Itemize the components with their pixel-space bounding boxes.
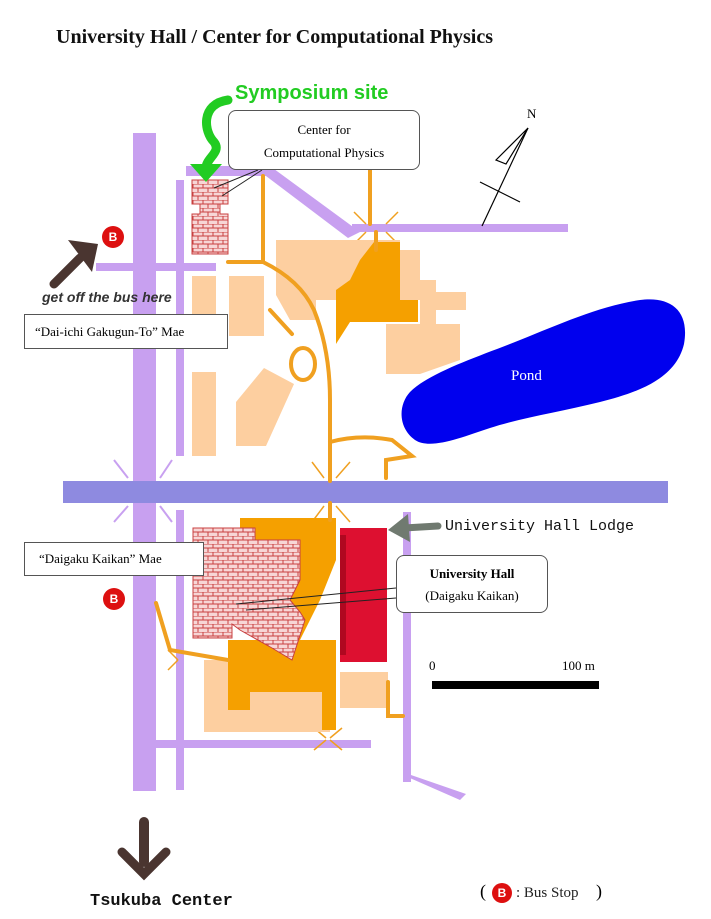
- uh-callout-line2: (Daigaku Kaikan): [425, 588, 519, 603]
- road-north-east: [352, 224, 568, 232]
- university-hall-callout: University Hall (Daigaku Kaikan): [396, 555, 548, 613]
- crossing-marks: [113, 459, 173, 523]
- bus-stop-letter: B: [497, 886, 507, 900]
- road-bottom: [156, 740, 371, 748]
- scale-end-label: 100 m: [562, 658, 595, 673]
- diagonal-road-south-east: [403, 775, 466, 800]
- ccp-callout-line1: Center for: [297, 122, 351, 137]
- symposium-site-label: Symposium site: [235, 82, 389, 104]
- pond: [401, 299, 686, 444]
- roundabout: [289, 346, 317, 382]
- bus-stop-marker-icon: [102, 226, 124, 248]
- ccp-building: [191, 179, 229, 255]
- ccp-callout: Center for Computational Physics: [228, 110, 420, 170]
- legend-close-paren: ): [596, 881, 602, 901]
- symposium-arrow-icon: [201, 95, 233, 173]
- pond-label: Pond: [511, 368, 542, 384]
- busstop-daiichi-label: “Dai-ichi Gakugun-To” Mae: [24, 314, 228, 349]
- map-title: University Hall / Center for Computation…: [56, 26, 494, 48]
- get-off-label: get off the bus here: [42, 289, 172, 305]
- tsukuba-center-label: Tsukuba Center: [90, 892, 233, 911]
- north-arrow-icon: [479, 127, 529, 227]
- main-east-west-road: [63, 481, 668, 503]
- east-road: [403, 512, 411, 782]
- legend-open-paren: (: [480, 881, 486, 901]
- bus-stop-marker-icon: [492, 883, 512, 903]
- lodge-label: University Hall Lodge: [445, 518, 635, 535]
- lodge-arrow-icon: [388, 514, 442, 542]
- road-to-bus-stop: [96, 263, 216, 271]
- uh-callout-line1: University Hall: [429, 566, 515, 581]
- scale-bar: [432, 681, 599, 689]
- north-label: N: [527, 106, 537, 121]
- bus-arrow-icon: [49, 240, 98, 289]
- legend-text: : Bus Stop: [516, 885, 579, 901]
- scale-start-label: 0: [429, 658, 436, 673]
- bus-stop-marker-icon: [103, 588, 125, 610]
- busstop-daigaku-label: “Daigaku Kaikan” Mae: [24, 542, 204, 576]
- bus-stop-letter: B: [108, 230, 118, 244]
- main-north-south-road: [133, 133, 156, 791]
- university-hall-building: [340, 528, 387, 662]
- ccp-callout-line2: Computational Physics: [263, 145, 385, 160]
- down-arrow-icon: [117, 817, 171, 881]
- bus-stop-letter: B: [109, 592, 119, 606]
- university-hall-brick: [192, 527, 306, 661]
